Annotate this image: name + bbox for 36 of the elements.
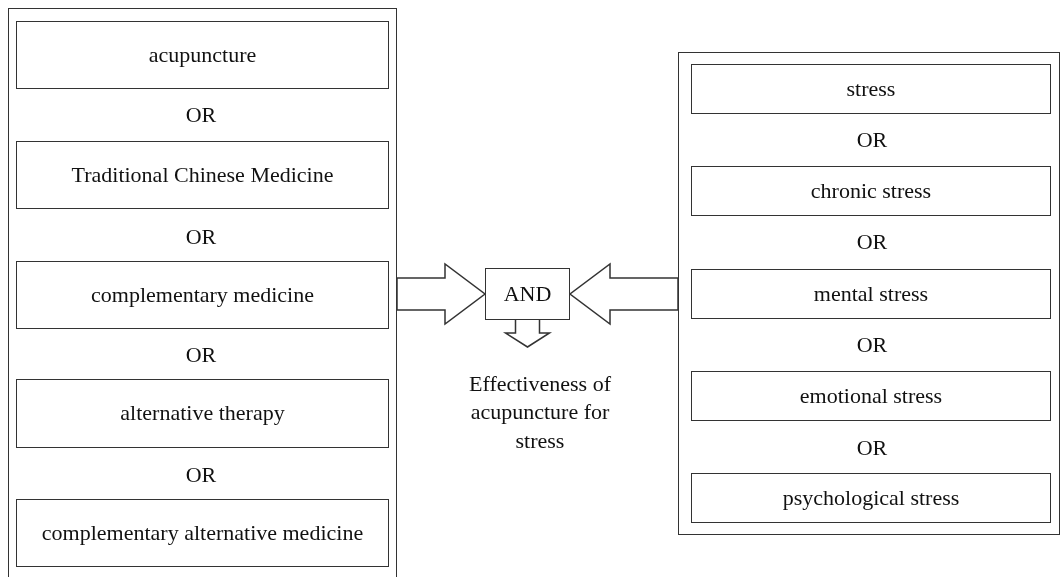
operator-label: OR [856,332,888,358]
term-text: emotional stress [799,381,943,410]
term-box [691,371,1051,421]
term-box [691,269,1051,319]
term-text: alternative therapy [120,399,285,428]
operator-label: OR [185,462,217,488]
operator-label: OR [185,342,217,368]
operator-label: OR [856,435,888,461]
group-box [8,8,397,577]
term-box [485,268,570,320]
term-text: complementary alternative medicine [41,518,364,547]
term-box [16,261,389,329]
block-arrow [502,319,553,348]
term-box [691,64,1051,114]
term-text: complementary medicine [91,280,314,309]
term-text: stress [846,74,896,103]
group-box [678,52,1060,535]
block-arrow [396,262,487,326]
term-text: AND [503,279,552,308]
result-text: Effectiveness of acupuncture for stress [468,369,612,455]
operator-label: OR [185,102,217,128]
term-box [16,141,389,209]
term-box [691,473,1051,523]
term-box [691,166,1051,216]
operator-label: OR [185,224,217,250]
term-box [16,21,389,89]
term-text: acupuncture [148,40,257,69]
operator-label: OR [856,127,888,153]
term-box [16,379,389,448]
block-arrow [568,262,679,326]
term-text: mental stress [813,279,929,308]
operator-label: OR [856,229,888,255]
term-text: chronic stress [810,176,932,205]
term-box [16,499,389,567]
term-text: psychological stress [782,483,960,512]
term-text: Traditional Chinese Medicine [71,160,334,189]
